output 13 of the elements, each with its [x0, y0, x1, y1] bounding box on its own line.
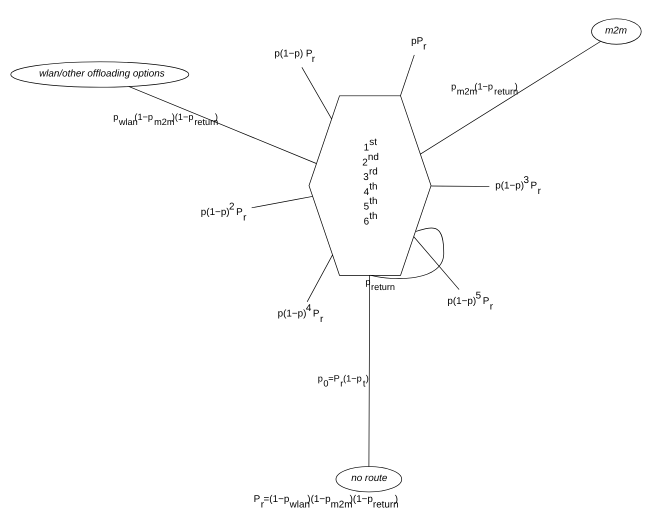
connector	[413, 236, 460, 290]
node-ellipse: wlan/other offloading options	[10, 61, 190, 88]
connector	[368, 275, 370, 467]
connector	[370, 228, 444, 279]
connector	[251, 196, 313, 208]
connector	[430, 186, 490, 187]
connector	[420, 41, 601, 154]
connector	[302, 66, 332, 120]
node-ellipse: m2m	[591, 18, 642, 45]
connector	[128, 86, 317, 164]
connector	[306, 254, 333, 302]
connector	[400, 54, 415, 96]
node-ellipse: no route	[336, 466, 402, 492]
